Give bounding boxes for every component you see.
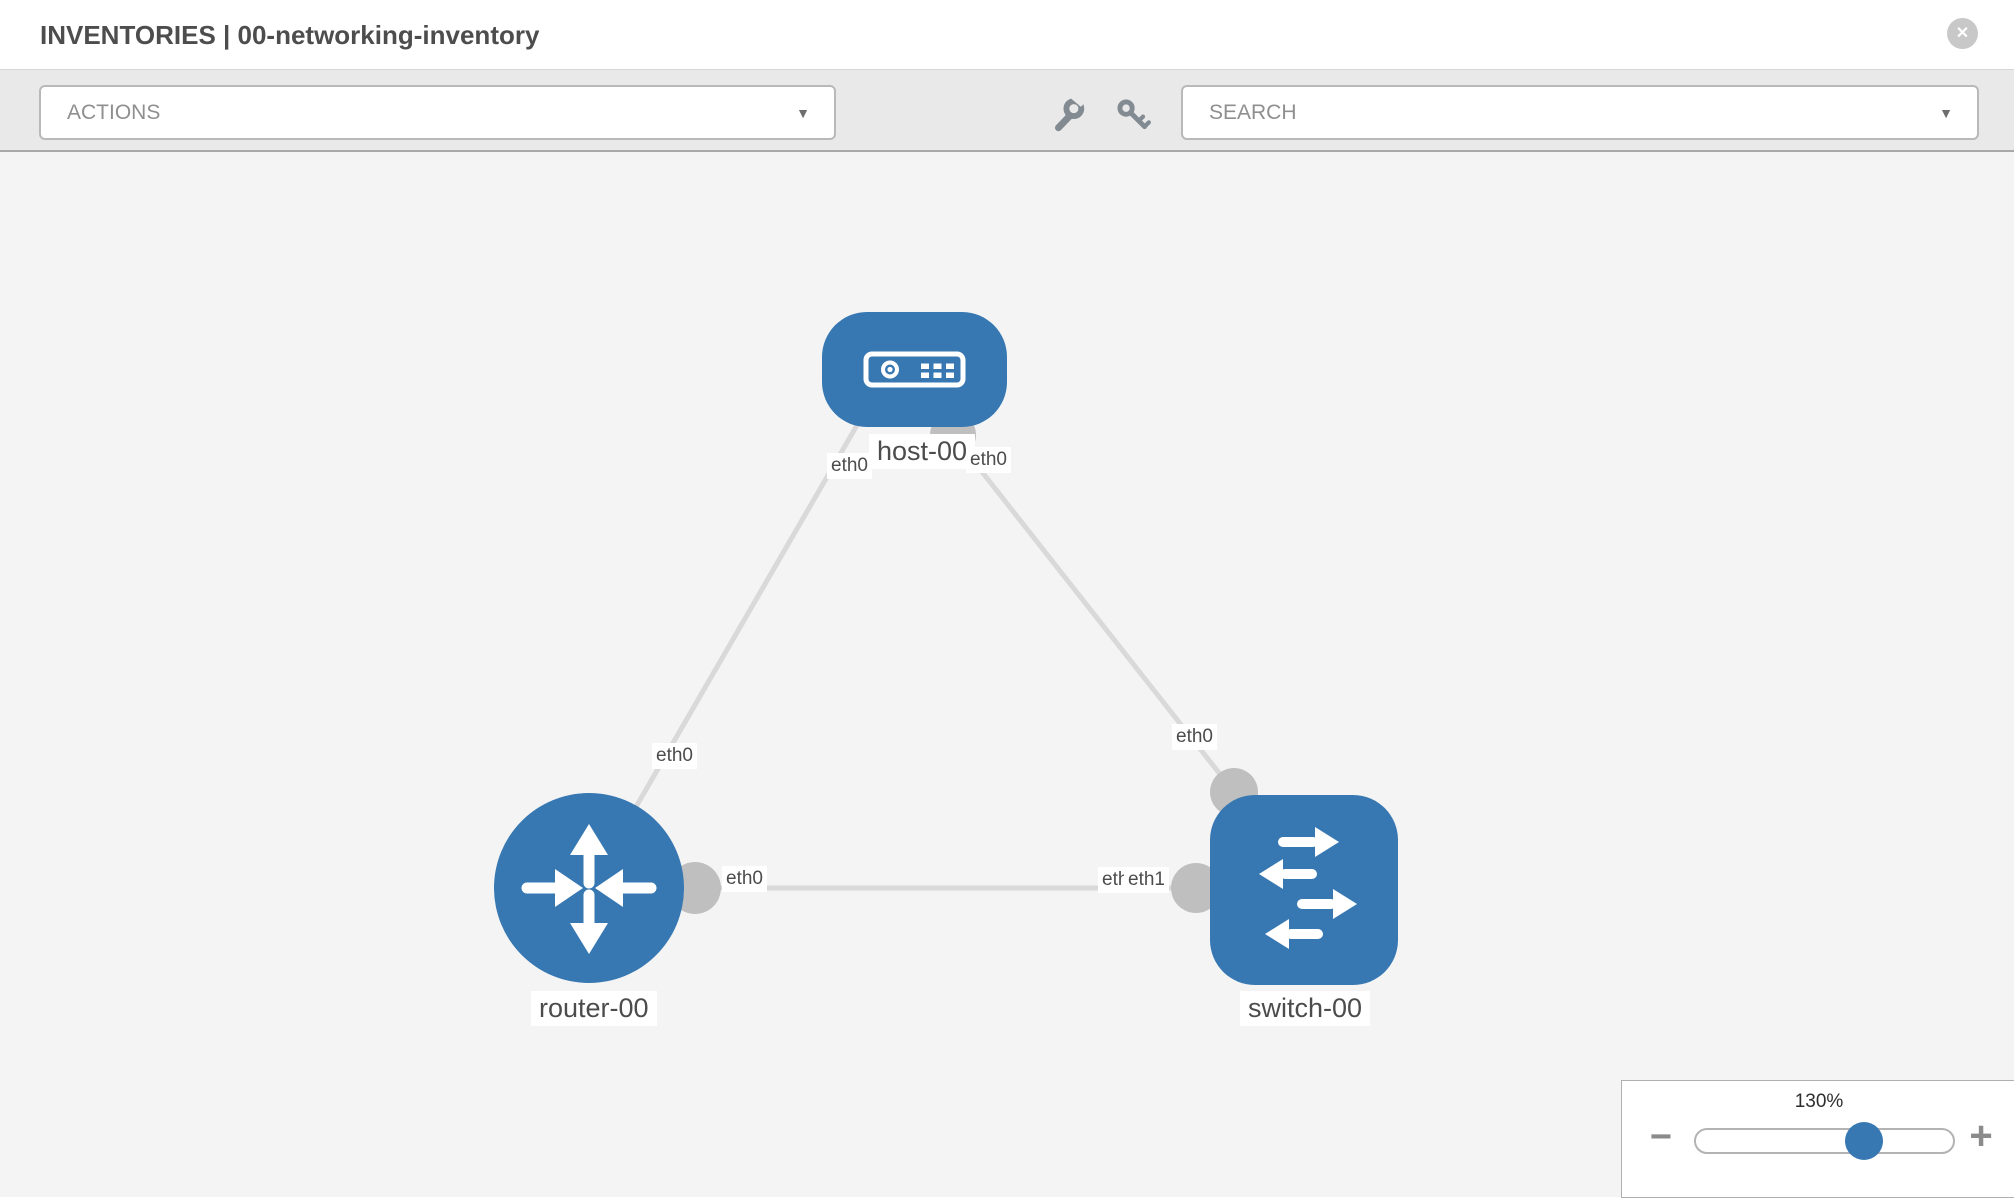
toolbar: ACTIONS ▼ SEARCH ▼ (0, 70, 2014, 152)
zoom-out-button[interactable]: − (1644, 1117, 1678, 1157)
node-label-host: host-00 (869, 434, 976, 469)
caret-down-icon: ▼ (1939, 104, 1953, 121)
iface-label-link3-switch-front: eth1 (1124, 867, 1169, 893)
port-switch-left (1171, 863, 1221, 913)
zoom-slider-track[interactable] (1694, 1128, 1955, 1154)
node-switch[interactable] (1210, 795, 1398, 985)
page-header: INVENTORIES | 00-networking-inventory ✕ (0, 0, 2014, 70)
iface-label-link1-router: eth0 (652, 743, 697, 769)
zoom-panel: 130% − + (1621, 1080, 2014, 1198)
minus-icon: − (1649, 1116, 1673, 1158)
host-icon (863, 351, 966, 388)
tools-key-button[interactable] (1116, 97, 1152, 133)
key-icon (1117, 99, 1151, 130)
topology-canvas[interactable]: eth0 host-00 eth0 eth0 eth0 eth0 eth0 et… (0, 152, 2014, 1198)
tools-wrench-button[interactable] (1050, 97, 1086, 133)
actions-dropdown[interactable]: ACTIONS ▼ (39, 85, 836, 140)
close-button[interactable]: ✕ (1947, 18, 1978, 49)
node-label-router: router-00 (531, 991, 657, 1026)
zoom-level: 130% (1794, 1091, 1844, 1112)
node-host[interactable] (822, 312, 1007, 427)
topology-svg (494, 312, 1398, 985)
zoom-in-button[interactable]: + (1962, 1116, 2000, 1156)
node-router[interactable] (494, 793, 684, 983)
zoom-slider-knob[interactable] (1845, 1122, 1883, 1160)
actions-dropdown-label: ACTIONS (67, 100, 161, 124)
iface-label-host-left: eth0 (827, 453, 872, 479)
iface-label-link3-router: eth0 (722, 866, 767, 892)
router-icon (521, 824, 657, 954)
iface-label-link2-switch: eth0 (1172, 724, 1217, 750)
caret-down-icon: ▼ (796, 104, 810, 121)
iface-label-host-right: eth0 (966, 447, 1011, 473)
page-title: INVENTORIES | 00-networking-inventory (40, 20, 540, 50)
plus-icon: + (1969, 1114, 1993, 1158)
search-dropdown-label: SEARCH (1209, 100, 1297, 124)
node-label-switch: switch-00 (1240, 991, 1371, 1026)
wrench-icon (1054, 98, 1085, 132)
search-dropdown[interactable]: SEARCH ▼ (1181, 85, 1979, 140)
close-icon: ✕ (1955, 24, 1970, 42)
switch-icon (1259, 827, 1357, 949)
